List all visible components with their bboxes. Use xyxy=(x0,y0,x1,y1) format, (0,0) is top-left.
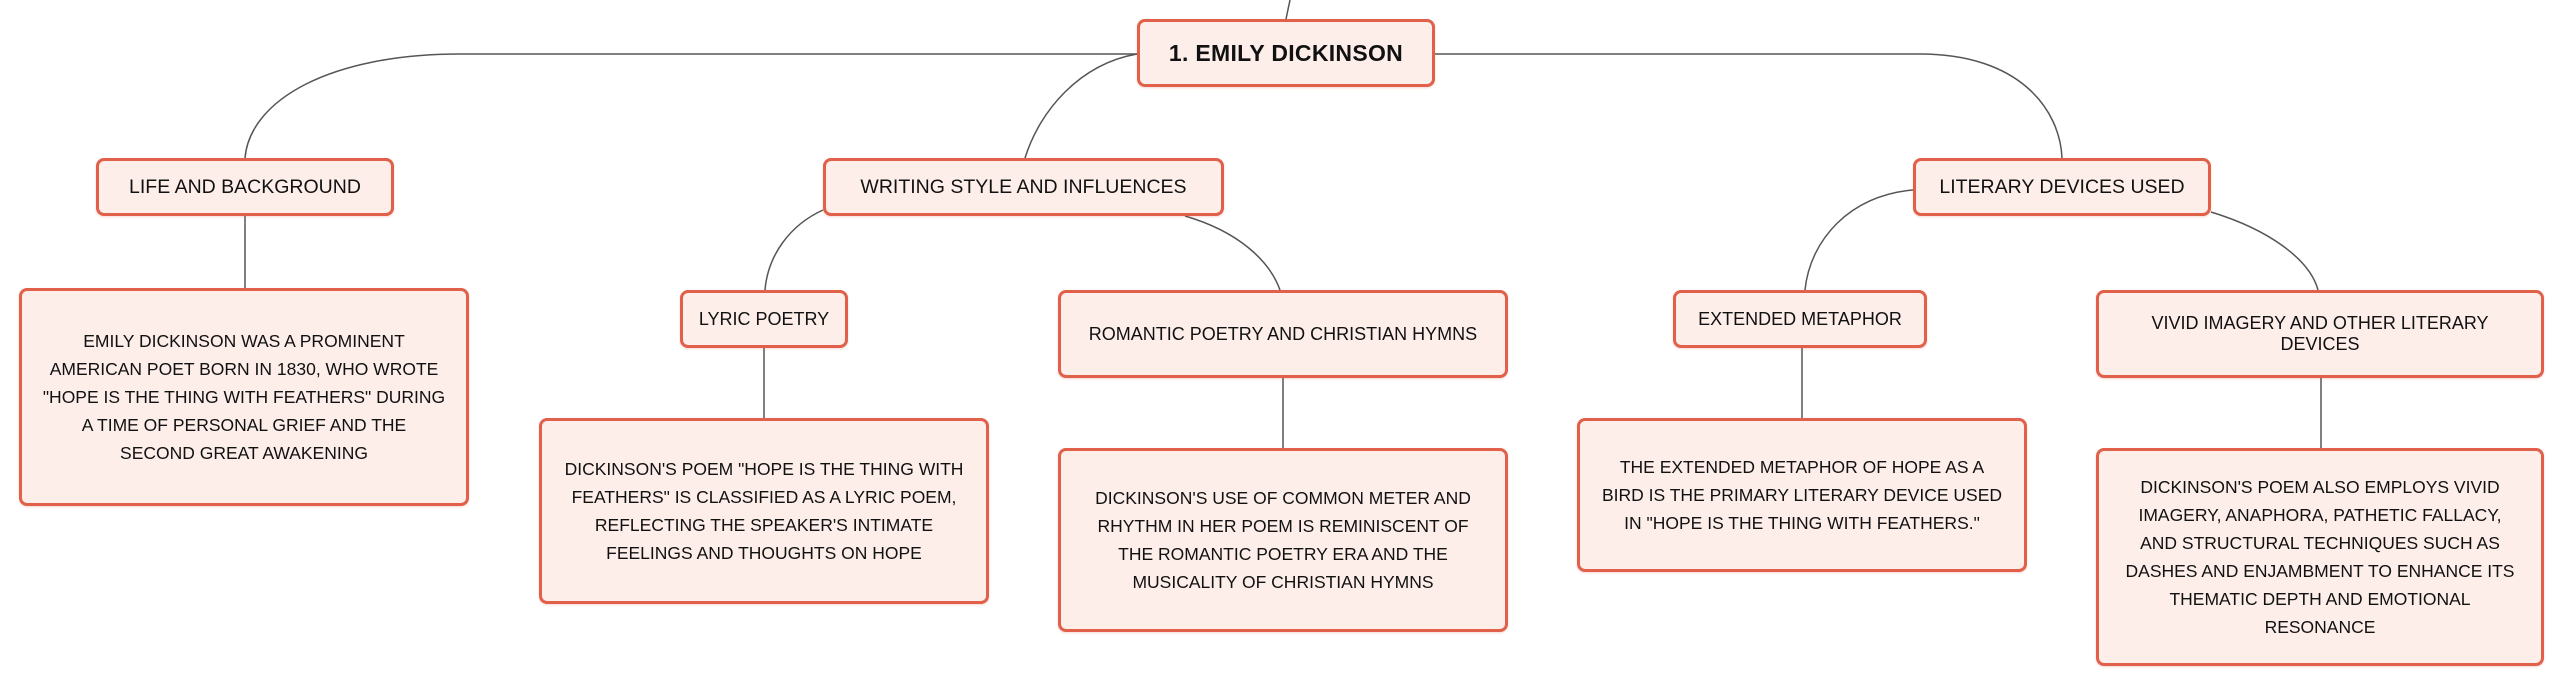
connector-root-devices xyxy=(1435,53,2063,159)
detail-node-lyric-poetry[interactable]: Dickinson's poem "Hope is the Thing with… xyxy=(539,418,989,604)
subtopic-vivid-imagery[interactable]: Vivid Imagery and Other Literary Devices xyxy=(2096,290,2544,378)
subtopic-lyric-poetry[interactable]: Lyric Poetry xyxy=(680,290,848,348)
connector-root-life xyxy=(244,53,1137,159)
branch-life-and-background[interactable]: Life and Background xyxy=(96,158,394,216)
detail-node-biography[interactable]: Emily Dickinson was a prominent American… xyxy=(19,288,469,506)
detail-node-extended-metaphor[interactable]: The extended metaphor of hope as a bird … xyxy=(1577,418,2027,572)
detail-node-romantic-poetry[interactable]: Dickinson's use of common meter and rhyt… xyxy=(1058,448,1508,632)
connector-devices-metaphor xyxy=(1804,189,1914,291)
connector-root-parent xyxy=(1285,0,1291,20)
connector-devices-vivid xyxy=(2210,211,2319,291)
connector-style-lyric xyxy=(764,209,824,291)
detail-node-vivid-imagery[interactable]: Dickinson's poem also employs vivid imag… xyxy=(2096,448,2544,666)
branch-literary-devices-used[interactable]: Literary Devices Used xyxy=(1913,158,2211,216)
subtopic-romantic-poetry-and-hymns[interactable]: Romantic Poetry and Christian Hymns xyxy=(1058,290,1508,378)
connector-style-romantic xyxy=(1184,215,1281,291)
root-topic-node[interactable]: 1. Emily Dickinson xyxy=(1137,19,1435,87)
subtopic-extended-metaphor[interactable]: Extended Metaphor xyxy=(1673,290,1927,348)
branch-writing-style-and-influences[interactable]: Writing Style and Influences xyxy=(823,158,1224,216)
connector-root-style xyxy=(1024,53,1138,159)
